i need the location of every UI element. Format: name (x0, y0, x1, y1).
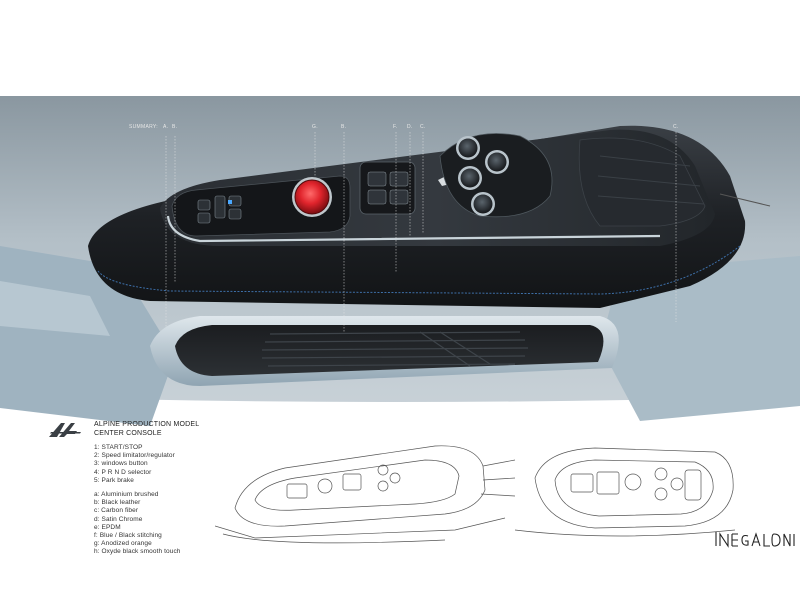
render-sketch (0, 96, 800, 550)
callout-b-tray: B. (341, 124, 347, 130)
control-item: 4: P R N D selector (94, 468, 152, 476)
spec-legend: ALPINE PRODUCTION MODEL CENTER CONSOLE 1… (94, 421, 294, 557)
callout-f: F. (393, 124, 398, 130)
material-item: g: Anodized orange (94, 540, 152, 548)
material-item: d: Satin Chrome (94, 515, 143, 523)
designer-signature-icon (714, 530, 796, 548)
control-item: 2: Speed limitator/regulator (94, 452, 175, 460)
material-item: f: Blue / Black stitching (94, 532, 162, 540)
material-item: b: Black leather (94, 499, 141, 507)
callout-g: G. (312, 124, 318, 130)
callout-d: D. (407, 124, 413, 130)
callout-c: C. (420, 124, 426, 130)
line-sketches (215, 445, 735, 544)
material-item: c: Carbon fiber (94, 507, 139, 515)
alpine-logo-icon (47, 421, 87, 439)
console-render (0, 96, 800, 550)
summary-label: SUMMARY: (129, 124, 158, 130)
control-item: 5: Park brake (94, 476, 134, 484)
callout-c-rear: C. (673, 124, 679, 130)
title-line-1: ALPINE PRODUCTION MODEL (94, 421, 200, 428)
control-item: 1: START/STOP (94, 444, 143, 451)
material-item: h: Oxyde black smooth touch (94, 548, 181, 556)
title-line-2: CENTER CONSOLE (94, 429, 162, 437)
control-item: 3: windows button (94, 460, 148, 468)
callout-b: B. (172, 124, 178, 130)
material-item: a: Aluminium brushed (94, 491, 159, 499)
callout-a: A. (163, 124, 169, 130)
material-item: e: EPDM (94, 523, 121, 531)
